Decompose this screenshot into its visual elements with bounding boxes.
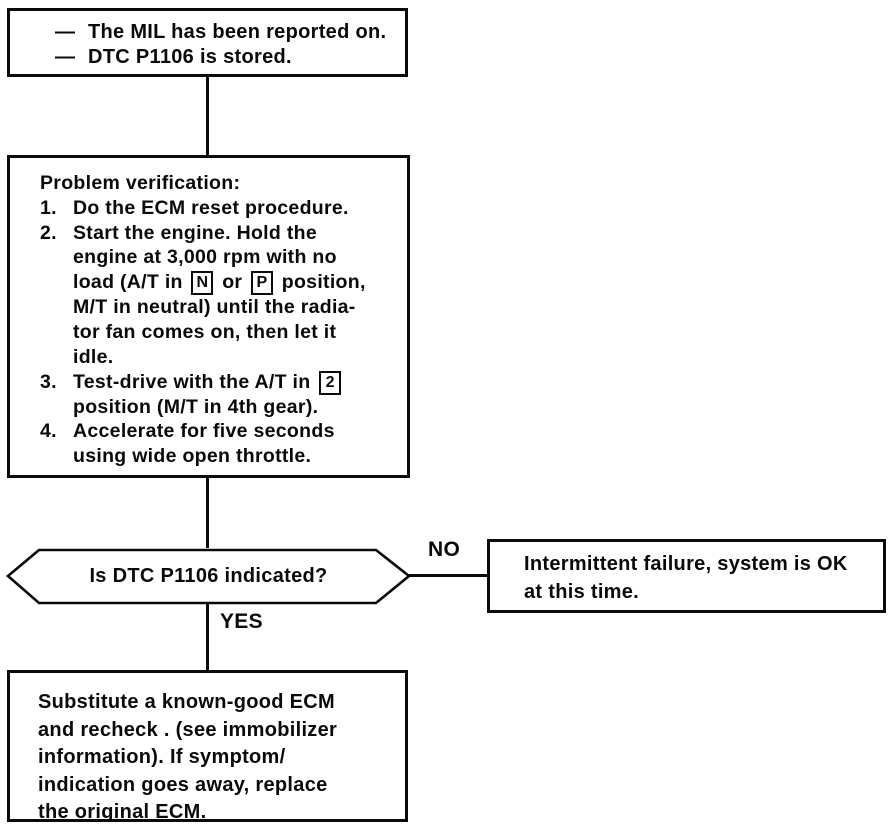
connector-yes-branch	[206, 603, 209, 670]
dash-bullet: —	[55, 21, 76, 43]
entry-condition: — The MIL has been reported on.	[55, 20, 399, 45]
verification-box: Problem verification: 1. Do the ECM reset…	[7, 155, 410, 478]
step-number: 3.	[40, 370, 57, 393]
boxed-gear-symbol: N	[191, 271, 214, 296]
step-number: 4.	[40, 420, 57, 443]
step-text: Do the ECM reset procedure.	[73, 196, 349, 219]
step-number: 1.	[40, 196, 57, 219]
dash-bullet: —	[55, 46, 76, 68]
connector-entry-to-verification	[206, 77, 209, 155]
yes-branch-label: YES	[220, 610, 263, 633]
connector-verification-to-decision	[206, 478, 209, 548]
boxed-gear-symbol: P	[251, 271, 274, 296]
no-branch-label: NO	[428, 538, 461, 561]
connector-no-branch	[409, 574, 488, 577]
decision-question: Is DTC P1106 indicated?	[89, 565, 328, 587]
verification-step: 1. Do the ECM reset procedure.	[40, 196, 399, 221]
entry-condition-text: The MIL has been reported on.	[88, 21, 387, 43]
entry-condition: — DTC P1106 is stored.	[55, 45, 399, 70]
step-number: 2.	[40, 221, 57, 244]
boxed-gear-symbol: 2	[319, 370, 342, 395]
entry-condition-text: DTC P1106 is stored.	[88, 46, 292, 68]
verification-steps: 1. Do the ECM reset procedure. 2. Start the…	[40, 196, 399, 469]
entry-condition-box: — The MIL has been reported on. — DTC P1106…	[7, 8, 408, 77]
verification-title: Problem verification:	[40, 172, 241, 194]
